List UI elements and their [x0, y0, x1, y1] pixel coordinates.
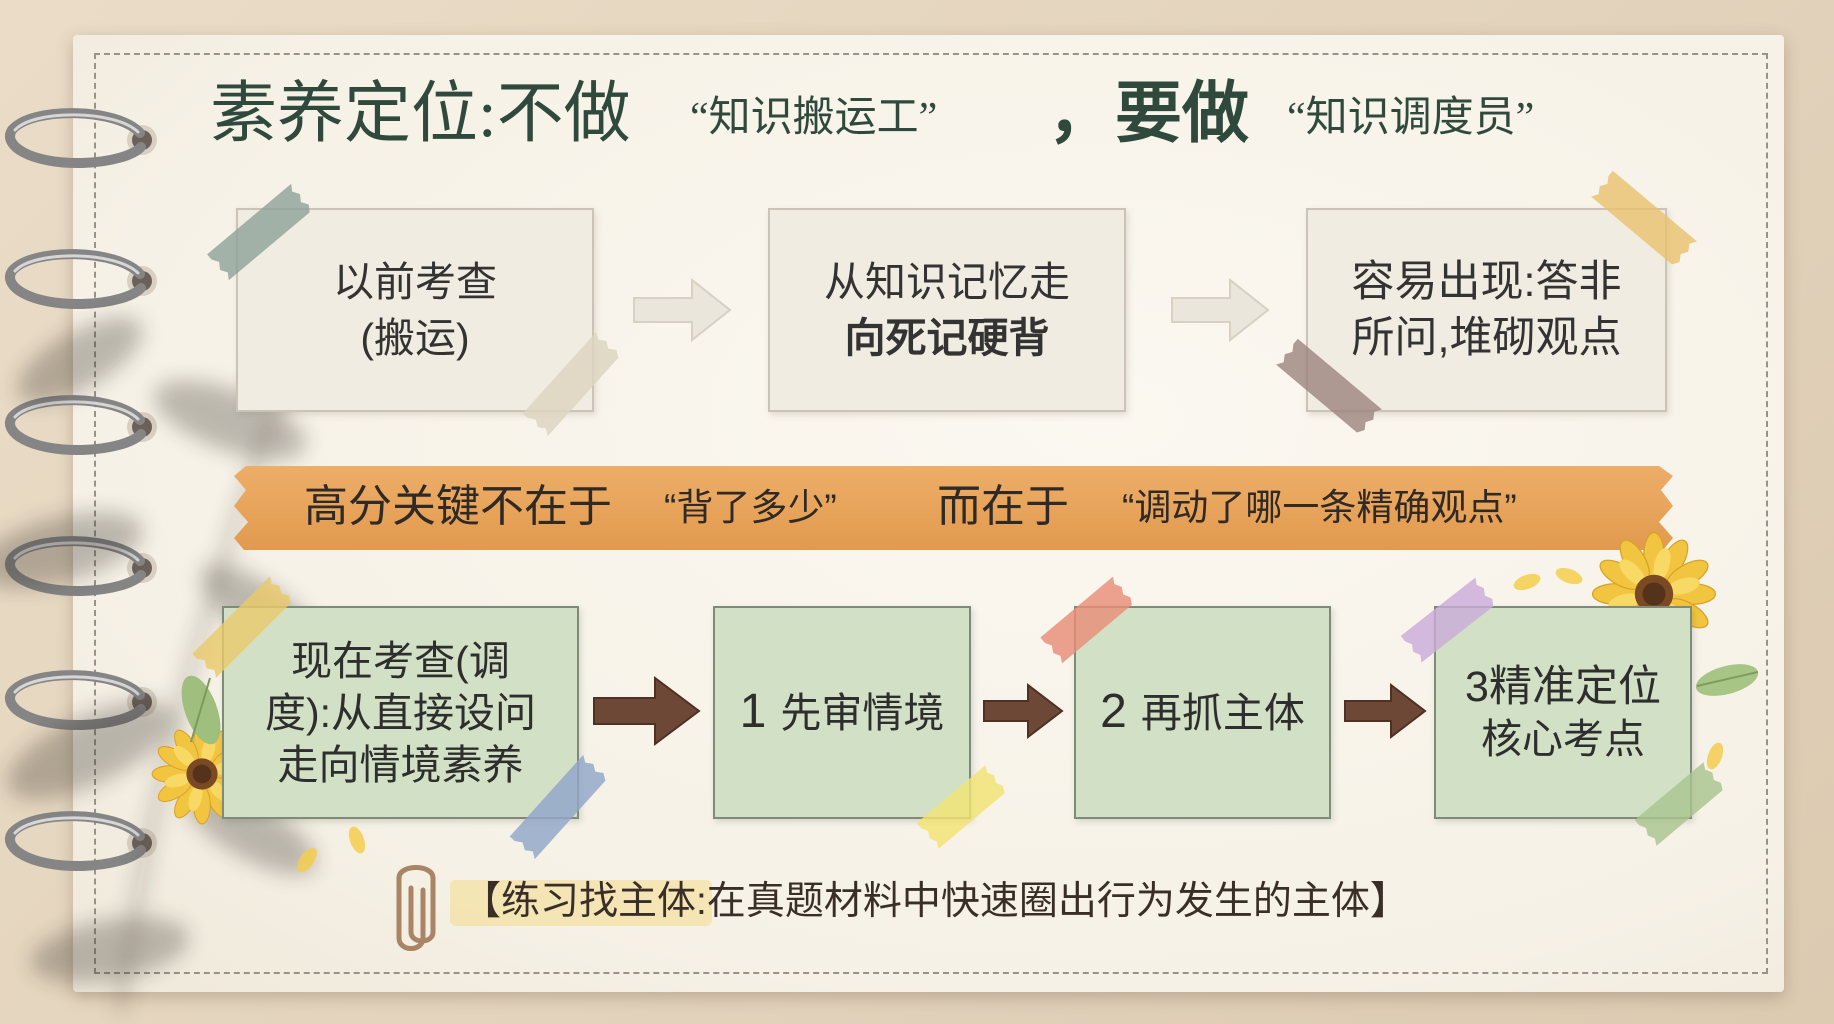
key-banner — [234, 466, 1673, 550]
arrow-right-icon — [593, 676, 701, 746]
step-3-box: 3精准定位 核心考点 — [1434, 606, 1692, 819]
banner-quote: “背了多少” — [664, 487, 837, 528]
binder-ring-icon — [10, 113, 157, 163]
binder-ring-icon — [10, 675, 157, 725]
marker-highlight — [450, 880, 712, 926]
title-quote-dispatcher: “知识调度员” — [1287, 95, 1535, 141]
box-line: 度):从直接设问 — [264, 689, 537, 736]
banner-text: 高分关键不在于 — [304, 482, 612, 531]
leaf-icon — [181, 675, 221, 745]
leaf-icon — [1695, 664, 1759, 696]
box-line: 所问,堆砌观点 — [1351, 314, 1622, 362]
step-1-box: 1 先审情境 — [713, 606, 971, 819]
arrow-right-icon — [1171, 277, 1270, 343]
title-main: 素养定位:不做 — [210, 77, 631, 151]
box-line: 从知识记忆走 — [824, 259, 1070, 305]
binder-rings — [0, 0, 200, 1024]
arrow-right-icon — [633, 277, 732, 343]
binder-ring-icon — [10, 541, 157, 591]
title-should: ，要做 — [1048, 77, 1249, 151]
box-line: 3精准定位 — [1465, 662, 1661, 711]
step-number: 1 — [739, 685, 767, 738]
box-line: 走向情境素养 — [277, 741, 524, 788]
arrow-right-icon — [983, 682, 1064, 740]
box-line: 容易出现:答非 — [1351, 258, 1622, 306]
step-number: 2 — [1100, 685, 1127, 738]
box-line: 以前考查 — [333, 259, 497, 305]
arrow-right-icon — [1344, 682, 1427, 740]
paperclip-icon — [396, 865, 436, 951]
banner-quote: “调动了哪一条精确观点” — [1122, 487, 1517, 528]
box-line: 核心考点 — [1481, 715, 1645, 762]
problem-box: 容易出现:答非 所问,堆砌观点 — [1306, 208, 1667, 412]
old-exam-box: 以前考查 (搬运) — [236, 208, 594, 412]
practice-note: 【练习找主体:在真题材料中快速圈出行为发生的主体】 — [462, 880, 1409, 923]
step-text: 1 先审情境 — [740, 686, 945, 739]
box-line: 现在考查(调 — [291, 637, 510, 684]
step-2-box: 2 再抓主体 — [1074, 606, 1331, 819]
step-text: 2 再抓主体 — [1100, 686, 1305, 739]
new-exam-box: 现在考查(调 度):从直接设问 走向情境素养 — [222, 606, 579, 819]
box-line: (搬运) — [360, 315, 470, 361]
title-quote-porter: “知识搬运工” — [690, 95, 938, 141]
box-line: 向死记硬背 — [844, 315, 1050, 361]
binder-ring-icon — [10, 816, 157, 866]
step-label: 再抓主体 — [1140, 690, 1305, 736]
banner-text: 而在于 — [937, 482, 1069, 531]
rote-memory-box: 从知识记忆走 向死记硬背 — [768, 208, 1126, 412]
binder-ring-icon — [10, 400, 157, 450]
binder-ring-icon — [10, 254, 157, 304]
step-label: 先审情境 — [780, 690, 945, 736]
